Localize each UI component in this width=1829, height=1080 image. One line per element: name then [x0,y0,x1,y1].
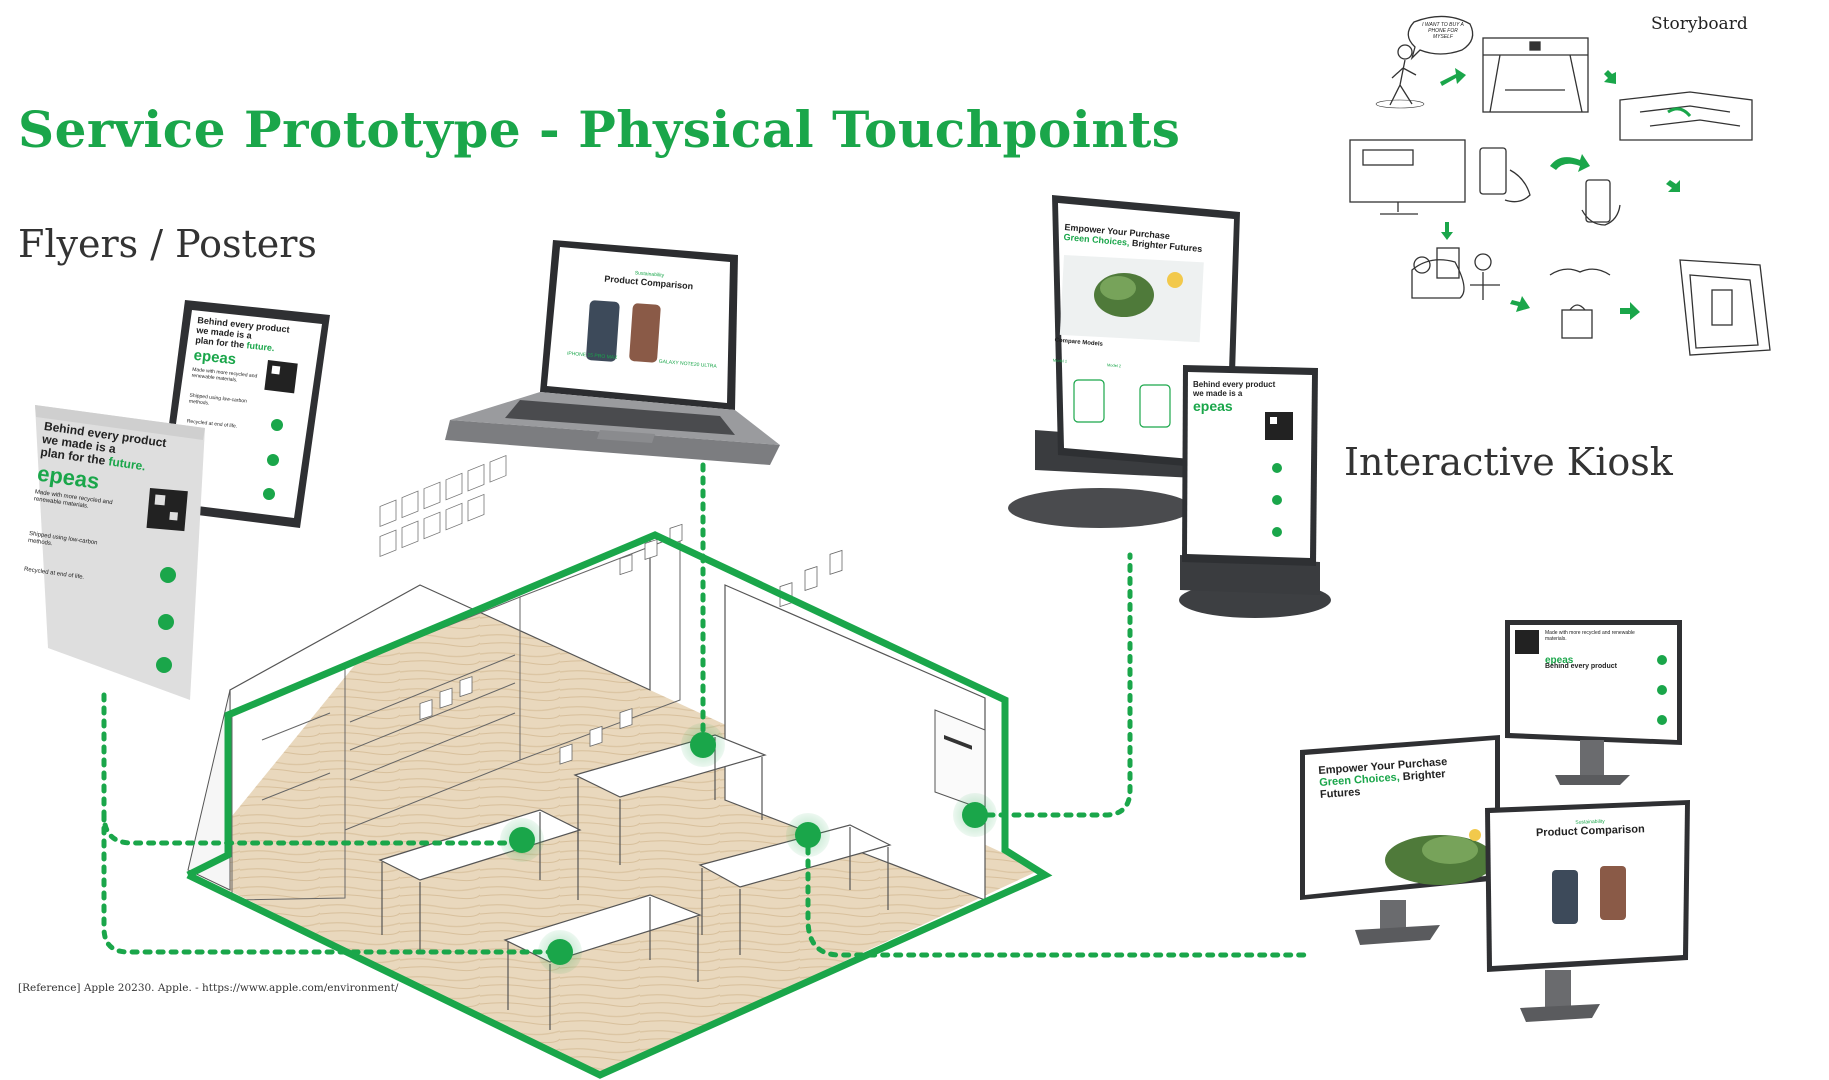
stand-brand-logo: epeas [1193,398,1233,414]
back-monitor-headline-1: Behind every product [1545,663,1617,670]
paper-point-2: Shipped using low-carbon methods. [27,530,98,548]
stand-headline-2: we made is a [1193,389,1243,398]
store-floor [188,585,1040,1075]
stand-poster-text: Behind every product we made is a epeas [1193,380,1283,414]
touchpoint-markers [500,723,997,974]
interactive-kiosk-label: Interactive Kiosk [1344,440,1673,484]
paper-point-1: Made with more recycled and renewable ma… [33,489,113,510]
page-title: Service Prototype - Physical Touchpoints [18,100,1181,159]
kiosk-compare-label: Compare Models [1054,337,1104,348]
paper-poster-text: Behind every product we made is a plan f… [23,419,173,592]
storyboard [1349,15,1771,356]
flyers-posters-label: Flyers / Posters [18,222,317,266]
store-room [186,455,1053,1079]
laptop-screen-text: Sustainability Product Comparison iPHONE… [567,265,724,369]
back-monitor-text: Made with more recycled and renewable ma… [1545,630,1645,670]
tablet-point-1: Made with more recycled and renewable ma… [191,366,258,384]
store-outline [186,531,1053,1079]
tablet-headline-3-green: future. [246,340,275,354]
stand-poster [1179,365,1331,618]
monitors [1300,620,1690,1022]
storyboard-label: Storyboard [1651,14,1748,34]
stand-headline-1: Behind every product [1193,380,1276,389]
reference-note: [Reference] Apple 20230. Apple. - https:… [18,982,399,994]
paper-poster [35,405,205,700]
back-monitor-brand: epeas [1545,655,1574,666]
tablet-poster-text: Behind every product we made is a plan f… [187,315,313,436]
back-monitor-point-1: Made with more recycled and renewable ma… [1545,630,1635,642]
tablet-point-2: Shipped using low-carbon methods. [188,392,248,407]
storyboard-arrows [1440,68,1680,320]
kiosk-screen-text: Empower Your Purchase Green Choices, Bri… [1053,222,1225,376]
storyboard-speech: I WANT TO BUY A PHONE FOR MYSELF [1422,22,1464,40]
connector-lines [101,449,1308,958]
laptop [445,240,780,465]
